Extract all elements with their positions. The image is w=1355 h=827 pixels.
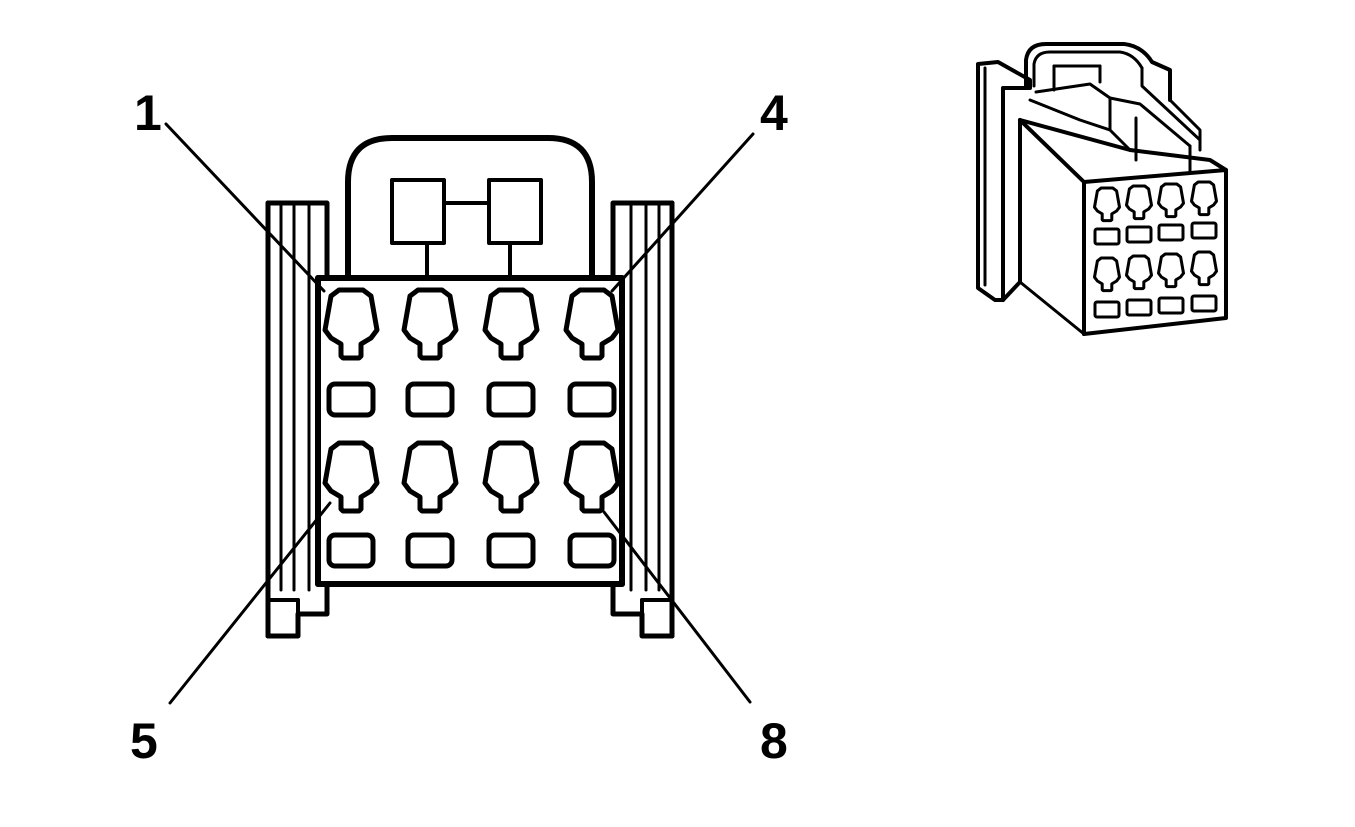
terminal-cavity-4: [563, 287, 621, 361]
cavity-label-4: 4: [760, 85, 788, 141]
terminal-lock-slot-6: [405, 532, 455, 569]
terminal-lock-slot-8: [567, 532, 617, 569]
iso-terminal-lock-slot-6: [1125, 298, 1153, 317]
iso-terminal-lock-slot-3: [1157, 223, 1185, 242]
leader-line-cavity-8: [602, 510, 752, 704]
iso-terminal-lock-slot-1: [1093, 227, 1121, 246]
left-side-rail: [265, 200, 330, 639]
iso-terminal-cavity-7: [1157, 252, 1185, 289]
terminal-lock-slot-5: [326, 532, 376, 569]
iso-side-plate: [976, 60, 1086, 336]
cavity-label-5: 5: [130, 713, 158, 769]
iso-terminal-lock-slot-5: [1093, 300, 1121, 319]
terminal-lock-slot-2: [405, 381, 455, 418]
callout-leaders: [164, 122, 755, 705]
terminal-cavity-5: [322, 440, 380, 514]
iso-terminal-cavity-6: [1125, 254, 1153, 291]
terminal-cavity-8: [563, 440, 621, 514]
iso-terminal-lock-slot-7: [1157, 296, 1185, 315]
iso-terminal-cavity-3: [1157, 182, 1185, 219]
connector-front-view: [265, 135, 675, 639]
iso-body: [1018, 118, 1228, 336]
connector-face-body: [315, 275, 625, 587]
callout-labels: 1 4 5 8: [130, 85, 788, 769]
terminal-lock-slot-3: [486, 381, 536, 418]
leader-line-cavity-1: [164, 122, 326, 293]
right-side-rail: [610, 200, 675, 639]
terminal-cavity-3: [482, 287, 540, 361]
iso-terminal-cavities: [1093, 180, 1218, 319]
leader-line-cavity-5: [168, 501, 332, 705]
top-latch-hood: [345, 135, 595, 281]
iso-terminal-lock-slot-8: [1190, 294, 1218, 313]
iso-terminal-cavity-1: [1093, 186, 1121, 223]
iso-terminal-cavity-2: [1125, 184, 1153, 221]
iso-terminal-cavity-8: [1190, 250, 1218, 287]
terminal-lock-slot-4: [567, 381, 617, 418]
connector-isometric-view: [976, 42, 1228, 336]
terminal-cavity-1: [322, 287, 380, 361]
cavity-label-8: 8: [760, 713, 788, 769]
iso-terminal-cavity-4: [1190, 180, 1218, 217]
terminal-cavities: [322, 287, 621, 569]
iso-terminal-lock-slot-4: [1190, 221, 1218, 240]
cavity-label-1: 1: [134, 85, 162, 141]
terminal-lock-slot-7: [486, 532, 536, 569]
terminal-cavity-2: [401, 287, 459, 361]
terminal-cavity-7: [482, 440, 540, 514]
iso-terminal-lock-slot-2: [1125, 225, 1153, 244]
leader-line-cavity-4: [610, 132, 755, 293]
iso-terminal-cavity-5: [1093, 256, 1121, 293]
terminal-cavity-6: [401, 440, 459, 514]
terminal-lock-slot-1: [326, 381, 376, 418]
iso-top-latch: [1024, 42, 1202, 174]
